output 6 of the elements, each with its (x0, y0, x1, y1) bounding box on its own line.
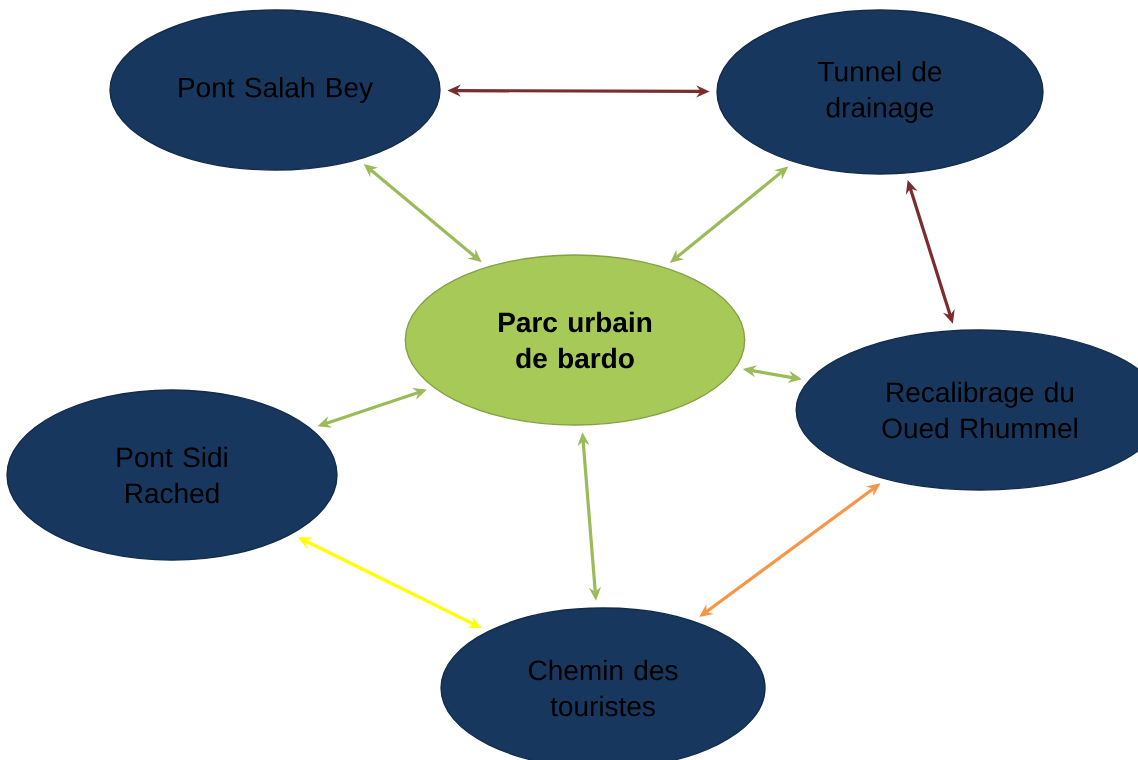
ellipse-node: Pont Salah Bey (109, 9, 441, 171)
ellipse-node: Pont Sidi Rached (6, 389, 338, 561)
ellipse-node: Recalibrage du Oued Rhummel (795, 329, 1138, 491)
ellipse-node: Parc urbain de bardo (404, 254, 746, 426)
ellipse-node: Tunnel de drainage (716, 9, 1044, 175)
ellipse-node: Chemin des touristes (440, 607, 766, 760)
